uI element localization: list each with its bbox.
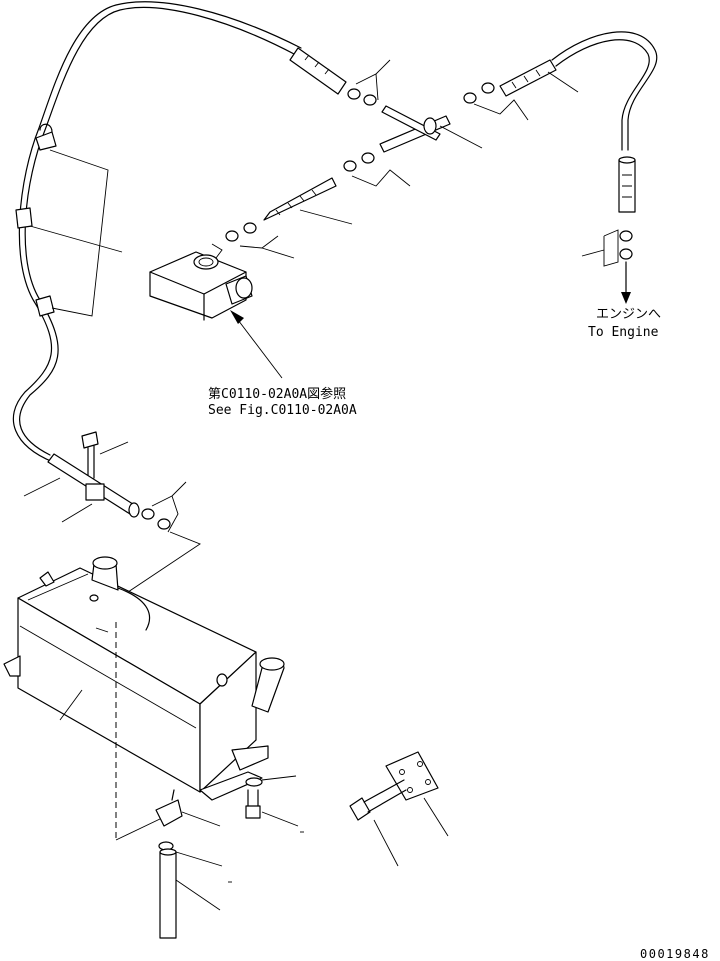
hose-end-vertical (618, 156, 636, 213)
arrow-to-engine (621, 261, 631, 304)
hose-clip-2 (15, 207, 33, 229)
pipe-left (23, 453, 140, 523)
label-see-fig-en: See Fig.C0110-02A0A (208, 403, 357, 418)
drain-location-line (95, 622, 163, 841)
clamp-pair-6 (109, 481, 201, 605)
bracket-bolt (349, 779, 407, 867)
clamp-pair-2 (343, 152, 411, 187)
label-engine-en: To Engine (588, 325, 659, 340)
clamp-pair-3 (225, 222, 295, 259)
t-pipe (379, 105, 483, 153)
bolt-upper (81, 431, 129, 479)
drawing-number: 00019848 (640, 947, 710, 961)
drain-cock (155, 789, 221, 827)
clamp-pair-5 (581, 229, 633, 267)
label-engine-jp: エンジンへ (596, 307, 661, 322)
hose-end-top-left (289, 47, 347, 95)
clamp-pair-1 (347, 59, 391, 106)
drain-hose (158, 841, 223, 939)
washer-bolt (245, 775, 299, 827)
label-see-fig-jp: 第C0110-02A0A図参照 (208, 386, 346, 402)
clamp-pair-4 (463, 82, 529, 121)
ref-arrow-subtank (230, 310, 283, 379)
radiator-tank (3, 556, 285, 801)
hose-right-loop (551, 31, 658, 151)
hose-short-middle (263, 177, 353, 225)
sub-tank (149, 243, 253, 321)
hose-clip-1 (35, 123, 57, 151)
bracket-plate (385, 751, 449, 837)
hose-clip-3 (35, 295, 55, 317)
hose-main (12, 1, 302, 463)
clip-leader (29, 149, 123, 317)
hose-end-top-right (499, 59, 579, 97)
tick-marks (228, 831, 304, 883)
